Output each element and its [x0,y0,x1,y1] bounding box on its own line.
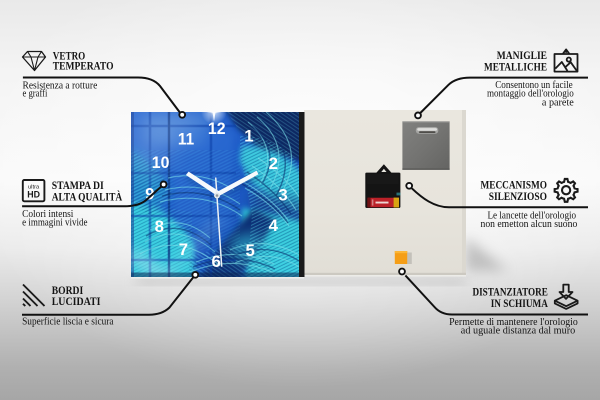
svg-text:11: 11 [178,130,194,149]
svg-text:3: 3 [278,186,287,205]
svg-text:Colori intensi: Colori intensi [22,209,73,220]
svg-text:MECCANISMO: MECCANISMO [481,180,548,192]
svg-text:9: 9 [145,184,154,203]
svg-text:LUCIDATI: LUCIDATI [52,296,101,308]
svg-text:montaggio dell'orologio: montaggio dell'orologio [487,89,574,100]
svg-text:e graffi: e graffi [23,88,48,99]
svg-text:non emetton alcun suono: non emetton alcun suono [481,219,578,230]
svg-text:Le lancette dell'orologio: Le lancette dell'orologio [488,211,577,222]
svg-text:7: 7 [179,240,188,259]
svg-text:SILENZIOSO: SILENZIOSO [489,191,547,203]
svg-text:ad uguale distanza dal muro: ad uguale distanza dal muro [461,326,575,337]
svg-text:TEMPERATO: TEMPERATO [53,61,114,73]
svg-text:Consentono un facile: Consentono un facile [495,80,573,91]
svg-text:HD: HD [27,190,40,200]
svg-text:BORDI: BORDI [52,285,84,297]
svg-text:VETRO: VETRO [53,51,86,63]
svg-text:STAMPA DI: STAMPA DI [52,180,105,192]
svg-text:a parete: a parete [542,97,574,108]
svg-text:5: 5 [246,241,255,260]
svg-text:Resistenza a rotture: Resistenza a rotture [23,80,98,91]
svg-text:12: 12 [208,119,226,138]
svg-text:IN SCHIUMA: IN SCHIUMA [491,298,549,310]
svg-text:6: 6 [212,252,221,271]
svg-text:1: 1 [244,127,253,146]
svg-text:e immagini vivide: e immagini vivide [22,217,88,228]
svg-text:DISTANZIATORE: DISTANZIATORE [473,287,548,299]
svg-text:Superficie liscia e sicura: Superficie liscia e sicura [22,316,114,327]
svg-text:ALTA QUALITÀ: ALTA QUALITÀ [52,191,123,203]
svg-text:4: 4 [269,216,279,235]
svg-text:10: 10 [152,153,170,172]
svg-text:METALLICHE: METALLICHE [484,61,547,73]
svg-text:2: 2 [269,154,278,173]
svg-text:ultra: ultra [28,185,40,191]
svg-text:Permette di mantenere l'orolog: Permette di mantenere l'orologio [449,317,578,328]
svg-text:8: 8 [155,217,164,236]
svg-text:MANIGLIE: MANIGLIE [497,50,547,62]
